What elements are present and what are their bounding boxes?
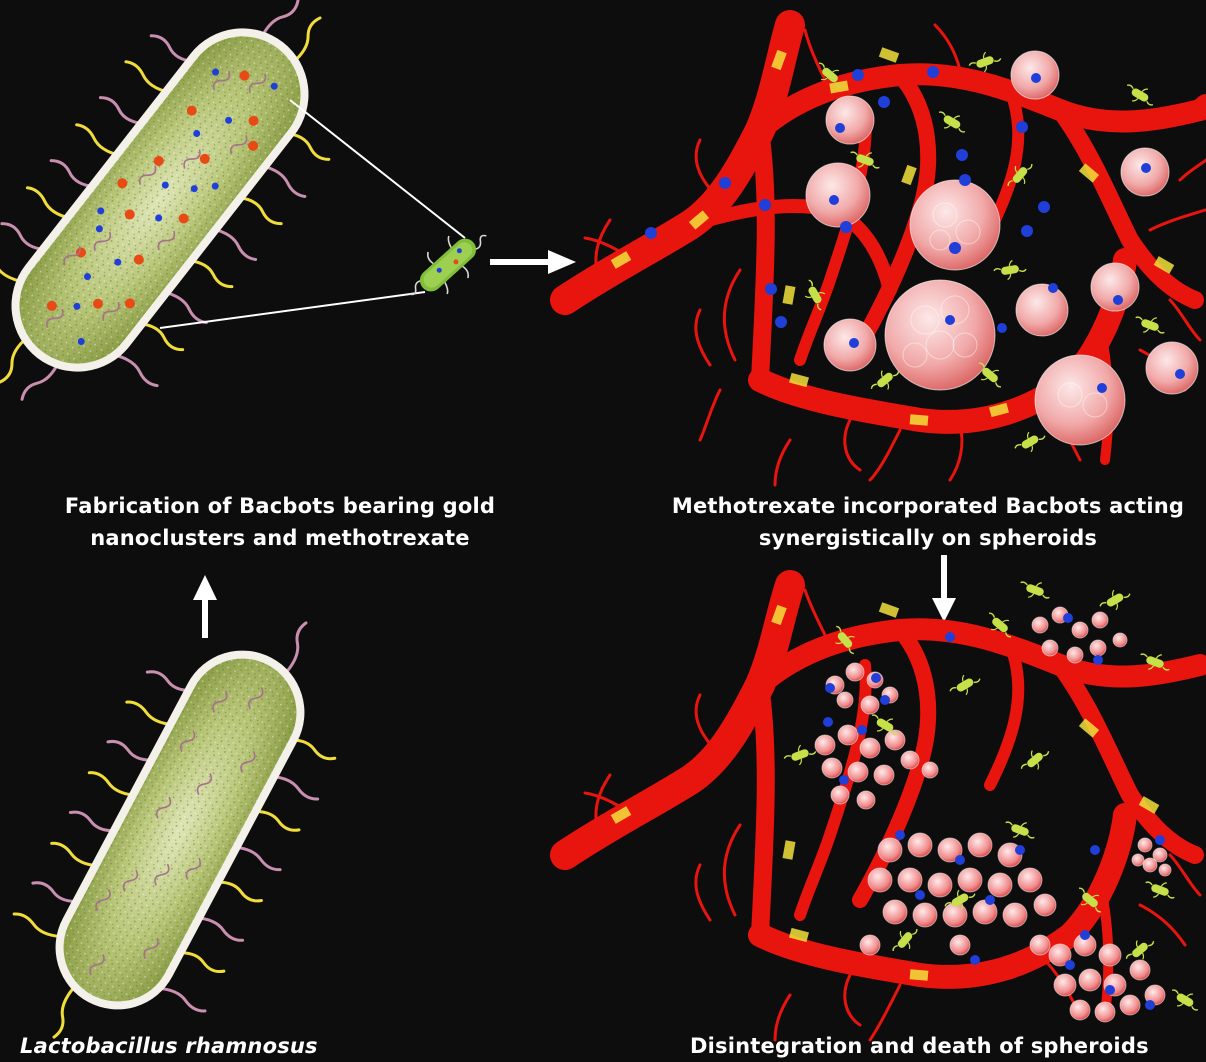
bacterium-small-icon: [397, 216, 499, 314]
bacterium-lactobacillus-icon: [0, 566, 388, 1061]
fabrication-label-line2: nanoclusters and methotrexate: [20, 522, 540, 554]
disintegration-label: Disintegration and death of spheroids: [690, 1030, 1206, 1062]
organism-label: Lactobacillus rhamnosus: [20, 1030, 360, 1062]
arrow-right-icon: [490, 250, 576, 274]
bacterium-large-icon: [0, 0, 397, 460]
arrow-up-icon: [193, 575, 217, 638]
methotrexate-label-line2: synergistically on spheroids: [650, 522, 1206, 554]
arrow-down-icon: [932, 555, 956, 622]
methotrexate-label-line1: Methotrexate incorporated Bacbots acting: [650, 490, 1206, 522]
methotrexate-label: Methotrexate incorporated Bacbots acting…: [650, 490, 1206, 554]
fabrication-label: Fabrication of Bacbots bearing gold nano…: [20, 490, 540, 554]
fabrication-label-line1: Fabrication of Bacbots bearing gold: [20, 490, 540, 522]
blood-vessel-network-top: [565, 25, 1206, 485]
blood-vessel-network-bottom: [565, 576, 1203, 1040]
